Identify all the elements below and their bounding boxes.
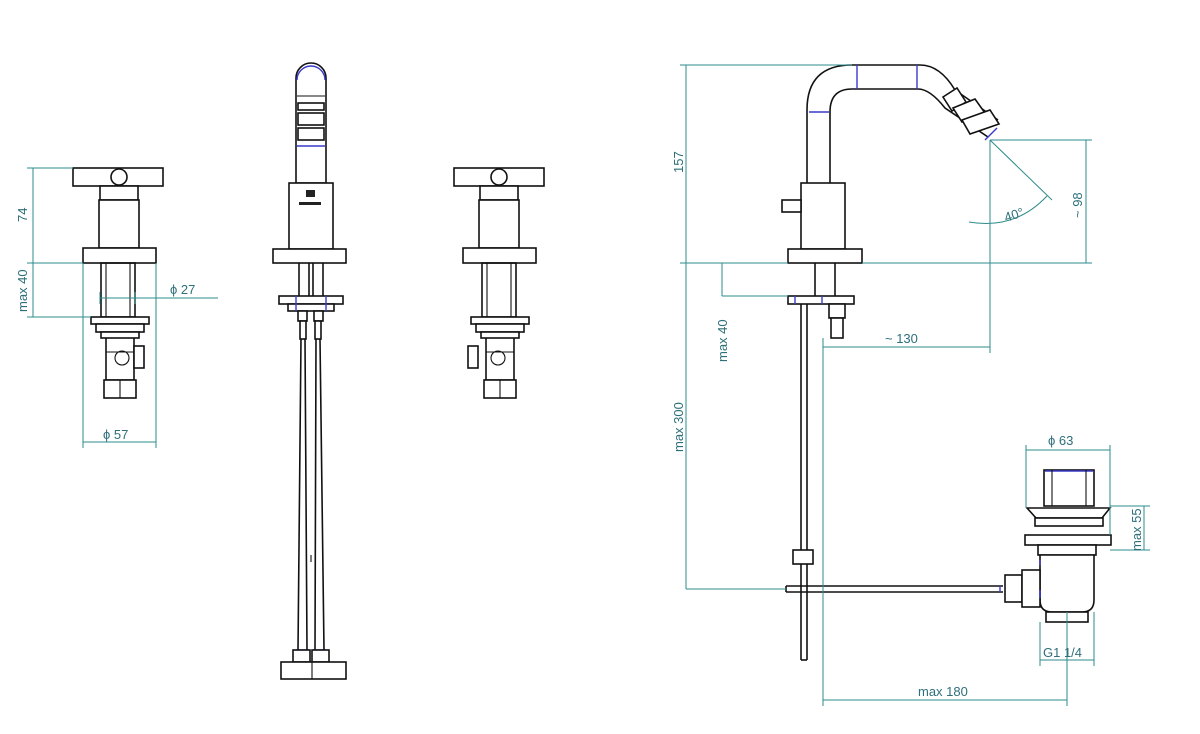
dim-40-angle-label: 40° [1002, 205, 1025, 225]
dim-157-label: 157 [671, 151, 686, 173]
dim-max40-left-label: max 40 [15, 269, 30, 312]
side-spout [781, 64, 1003, 661]
dim-g114-label: G1 1/4 [1043, 645, 1082, 660]
dim-dia63-label: ϕ 63 [1048, 433, 1073, 448]
right-valve [453, 167, 545, 399]
pop-up-waste [999, 469, 1112, 623]
center-spout [272, 62, 347, 680]
left-valve [72, 167, 164, 399]
dim-max40-right-label: max 40 [715, 319, 730, 362]
dim-max300-label: max 300 [671, 402, 686, 452]
dim-max180-label: max 180 [918, 684, 968, 699]
dim-74-label: 74 [15, 208, 30, 222]
dim-dia57-label: ϕ 57 [103, 427, 128, 442]
right-dimensions [680, 64, 1150, 706]
dim-98-label: ~ 98 [1070, 192, 1085, 218]
dim-130-label: ~ 130 [885, 331, 918, 346]
left-dimensions [27, 167, 218, 448]
dim-dia27-label: ϕ 27 [170, 282, 195, 297]
dim-max55-label: max 55 [1129, 508, 1144, 551]
